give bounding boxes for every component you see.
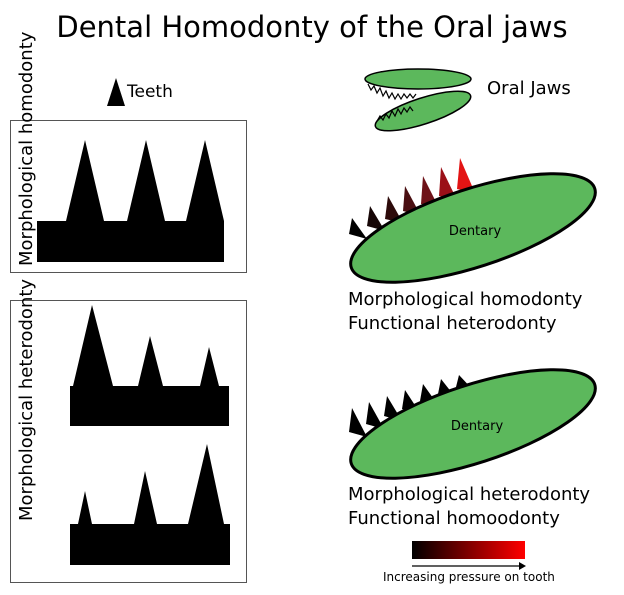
heterodonty-teeth-lower-icon xyxy=(70,444,230,565)
heterodonty-teeth-upper-icon xyxy=(70,305,229,426)
homodonty-teeth-icon xyxy=(37,140,224,262)
jaw-1-caption-line-2: Functional heterodonty xyxy=(348,313,557,334)
dentary-label-1: Dentary xyxy=(449,224,502,239)
oral-jaws-label: Oral Jaws xyxy=(487,78,571,99)
pressure-gradient-bar xyxy=(412,541,525,559)
morphological-homodonty-panel-label: Morphological homodonty xyxy=(16,31,37,266)
homodonty-panel xyxy=(10,120,247,273)
tooth-legend-icon xyxy=(107,78,125,106)
tooth-1 xyxy=(349,408,367,437)
pressure-arrow-head xyxy=(519,562,526,570)
oral-jaws-icon xyxy=(364,68,472,132)
tooth-1 xyxy=(349,218,367,239)
jaw-2-caption-line-2: Functional homoodonty xyxy=(348,508,560,529)
tooth-6 xyxy=(439,167,457,200)
dentary-label-2: Dentary xyxy=(451,419,504,434)
jaw-2-caption-line-1: Morphological heterodonty xyxy=(348,484,591,505)
tooth-7 xyxy=(457,158,475,193)
heterodonty-panel xyxy=(10,300,247,583)
dentary-jaw-functional-heterodonty xyxy=(349,158,597,284)
diagram-title: Dental Homodonty of the Oral jaws xyxy=(56,10,568,44)
jaw-1-caption: Morphological homodonty Functional heter… xyxy=(348,288,582,336)
jaw-1-caption-line-1: Morphological homodonty xyxy=(348,289,583,310)
morphological-heterodonty-panel-label: Morphological heterodonty xyxy=(16,278,37,521)
pressure-scale-label: Increasing pressure on tooth xyxy=(383,570,555,584)
jaw-2-caption: Morphological heterodonty Functional hom… xyxy=(348,483,590,531)
teeth-legend-label: Teeth xyxy=(127,82,173,102)
tooth-2 xyxy=(366,402,384,429)
dentary-jaw-functional-homodonty xyxy=(349,368,597,480)
tooth-2 xyxy=(367,206,385,231)
